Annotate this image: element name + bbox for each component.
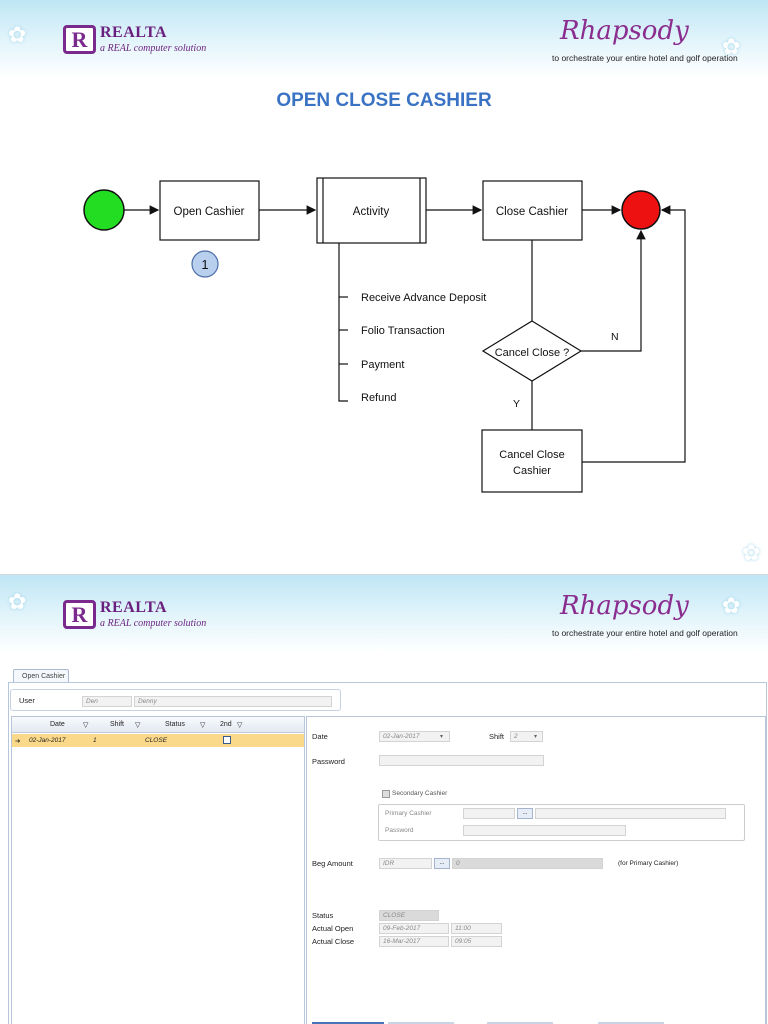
date-label: Date (312, 732, 328, 741)
row-date: 02-Jan-2017 (29, 737, 66, 744)
activity-label: Activity (353, 206, 390, 218)
secondary-cashier-group (378, 804, 745, 841)
date-field[interactable]: 02-Jan-2017 (379, 731, 450, 742)
close-cashier-box (482, 180, 583, 241)
flower-decoration-icon: ✿ (8, 589, 27, 614)
realta-logo-icon: R (63, 25, 96, 54)
currency-field[interactable]: IDR (379, 858, 432, 869)
activity-item: Folio Transaction (361, 325, 445, 337)
bottom-action-button[interactable] (487, 1022, 553, 1024)
cancel-close-cashier-box (481, 429, 583, 493)
cashier-flow-diagram: Open Cashier Activity Close Cashier Canc… (83, 177, 686, 493)
header-band (0, 575, 768, 653)
primary-password-field[interactable] (463, 825, 626, 836)
row-status: CLOSE (145, 737, 168, 744)
password-label: Password (312, 757, 345, 766)
edge-label-yes: Y (513, 398, 520, 410)
filter-icon[interactable]: ▽ (200, 722, 206, 729)
table-row[interactable]: ➔ 02-Jan-2017 1 CLOSE (12, 734, 304, 747)
realta-logo-name: REALTA (100, 24, 168, 41)
beg-amount-field[interactable]: 0 (452, 858, 603, 869)
end-node (621, 190, 661, 230)
flower-decoration-icon: ✿ (8, 22, 27, 47)
row-shift: 1 (93, 737, 97, 744)
slide-open-close-cashier-diagram: ✿ ✿ ✿ R REALTA a REAL computer solution … (0, 0, 768, 565)
flower-decoration-icon: ✿ (722, 593, 741, 618)
cancel-close-label: Cancel Close ? (495, 347, 570, 359)
rhapsody-brand-tagline: to orchestrate your entire hotel and gol… (552, 53, 738, 63)
activity-item: Refund (361, 392, 396, 404)
column-header-date[interactable]: Date (50, 721, 65, 728)
user-name-field[interactable]: Denny (134, 696, 332, 707)
currency-lookup-button[interactable]: ... (434, 858, 450, 869)
filter-icon[interactable]: ▽ (237, 722, 243, 729)
slide-open-cashier-form: ✿ ✿ R REALTA a REAL computer solution Rh… (0, 574, 768, 1024)
bottom-action-button[interactable] (598, 1022, 664, 1024)
step-number: 1 (201, 257, 208, 272)
cancel-close-cashier-label-line2: Cashier (513, 465, 551, 477)
user-label: User (19, 696, 35, 705)
realta-logo-tagline: a REAL computer solution (100, 43, 207, 54)
user-group (10, 689, 341, 711)
cancel-close-cashier-label-line1: Cancel Close (499, 449, 564, 461)
shift-select[interactable]: 2 (510, 731, 543, 742)
realta-logo-name: REALTA (100, 599, 168, 616)
status-label: Status (312, 911, 334, 920)
activity-item: Receive Advance Deposit (361, 292, 486, 304)
close-cashier-label: Close Cashier (496, 206, 568, 218)
primary-password-label: Password (385, 827, 414, 834)
start-node (83, 189, 125, 231)
bottom-action-button[interactable] (312, 1022, 384, 1024)
beg-amount-label: Beg Amount (312, 859, 353, 868)
primary-cashier-lookup-button[interactable]: ... (517, 808, 533, 819)
flower-decoration-icon: ✿ (742, 540, 761, 565)
cashier-history-grid: Date ▽ Shift ▽ Status ▽ 2nd ▽ ➔ 02-Jan-2… (11, 716, 305, 1024)
row-pointer-icon: ➔ (15, 738, 21, 745)
secondary-cashier-label: Secondary Cashier (392, 790, 448, 797)
primary-cashier-label: Primary Cashier (385, 810, 432, 817)
rhapsody-brand-name: Rhapsody (560, 16, 689, 46)
rhapsody-brand-name: Rhapsody (560, 591, 689, 621)
beg-amount-note: (for Primary Cashier) (618, 860, 679, 867)
tab-open-cashier[interactable]: Open Cashier (13, 669, 69, 683)
actual-close-time-field: 09:05 (451, 936, 502, 947)
header-band (0, 0, 768, 78)
flower-decoration-icon: ✿ (722, 34, 741, 59)
rhapsody-brand-tagline: to orchestrate your entire hotel and gol… (552, 628, 738, 638)
column-header-2nd[interactable]: 2nd (220, 721, 232, 728)
activity-item: Payment (361, 359, 404, 371)
column-header-shift[interactable]: Shift (110, 721, 125, 728)
step-number-badge (191, 250, 219, 278)
status-field: CLOSE (379, 910, 439, 921)
filter-icon[interactable]: ▽ (135, 722, 141, 729)
primary-cashier-name-field[interactable] (535, 808, 726, 819)
edge-label-no: N (611, 331, 619, 343)
slide-title: OPEN CLOSE CASHIER (276, 90, 492, 111)
primary-cashier-code-field[interactable] (463, 808, 515, 819)
grid-header: Date ▽ Shift ▽ Status ▽ 2nd ▽ (12, 717, 304, 733)
realta-logo-tagline: a REAL computer solution (100, 618, 207, 629)
column-header-status[interactable]: Status (165, 721, 185, 728)
actual-close-date-field: 16-Mar-2017 (379, 936, 449, 947)
password-field[interactable] (379, 755, 544, 766)
filter-icon[interactable]: ▽ (83, 722, 89, 729)
bottom-action-button[interactable] (388, 1022, 454, 1024)
actual-open-time-field: 11:00 (451, 923, 502, 934)
chevron-down-icon[interactable]: ▾ (440, 734, 444, 740)
actual-close-label: Actual Close (312, 937, 355, 946)
realta-logo-icon: R (63, 600, 96, 629)
cashier-form-panel (306, 716, 766, 1024)
open-cashier-label: Open Cashier (174, 206, 245, 218)
chevron-down-icon[interactable]: ▾ (534, 734, 538, 740)
secondary-cashier-checkbox[interactable] (382, 790, 390, 798)
shift-label: Shift (489, 732, 505, 741)
row-2nd-checkbox[interactable] (223, 736, 231, 744)
user-code-field[interactable]: Den (82, 696, 132, 707)
actual-open-date-field: 09-Feb-2017 (379, 923, 449, 934)
actual-open-label: Actual Open (312, 924, 354, 933)
